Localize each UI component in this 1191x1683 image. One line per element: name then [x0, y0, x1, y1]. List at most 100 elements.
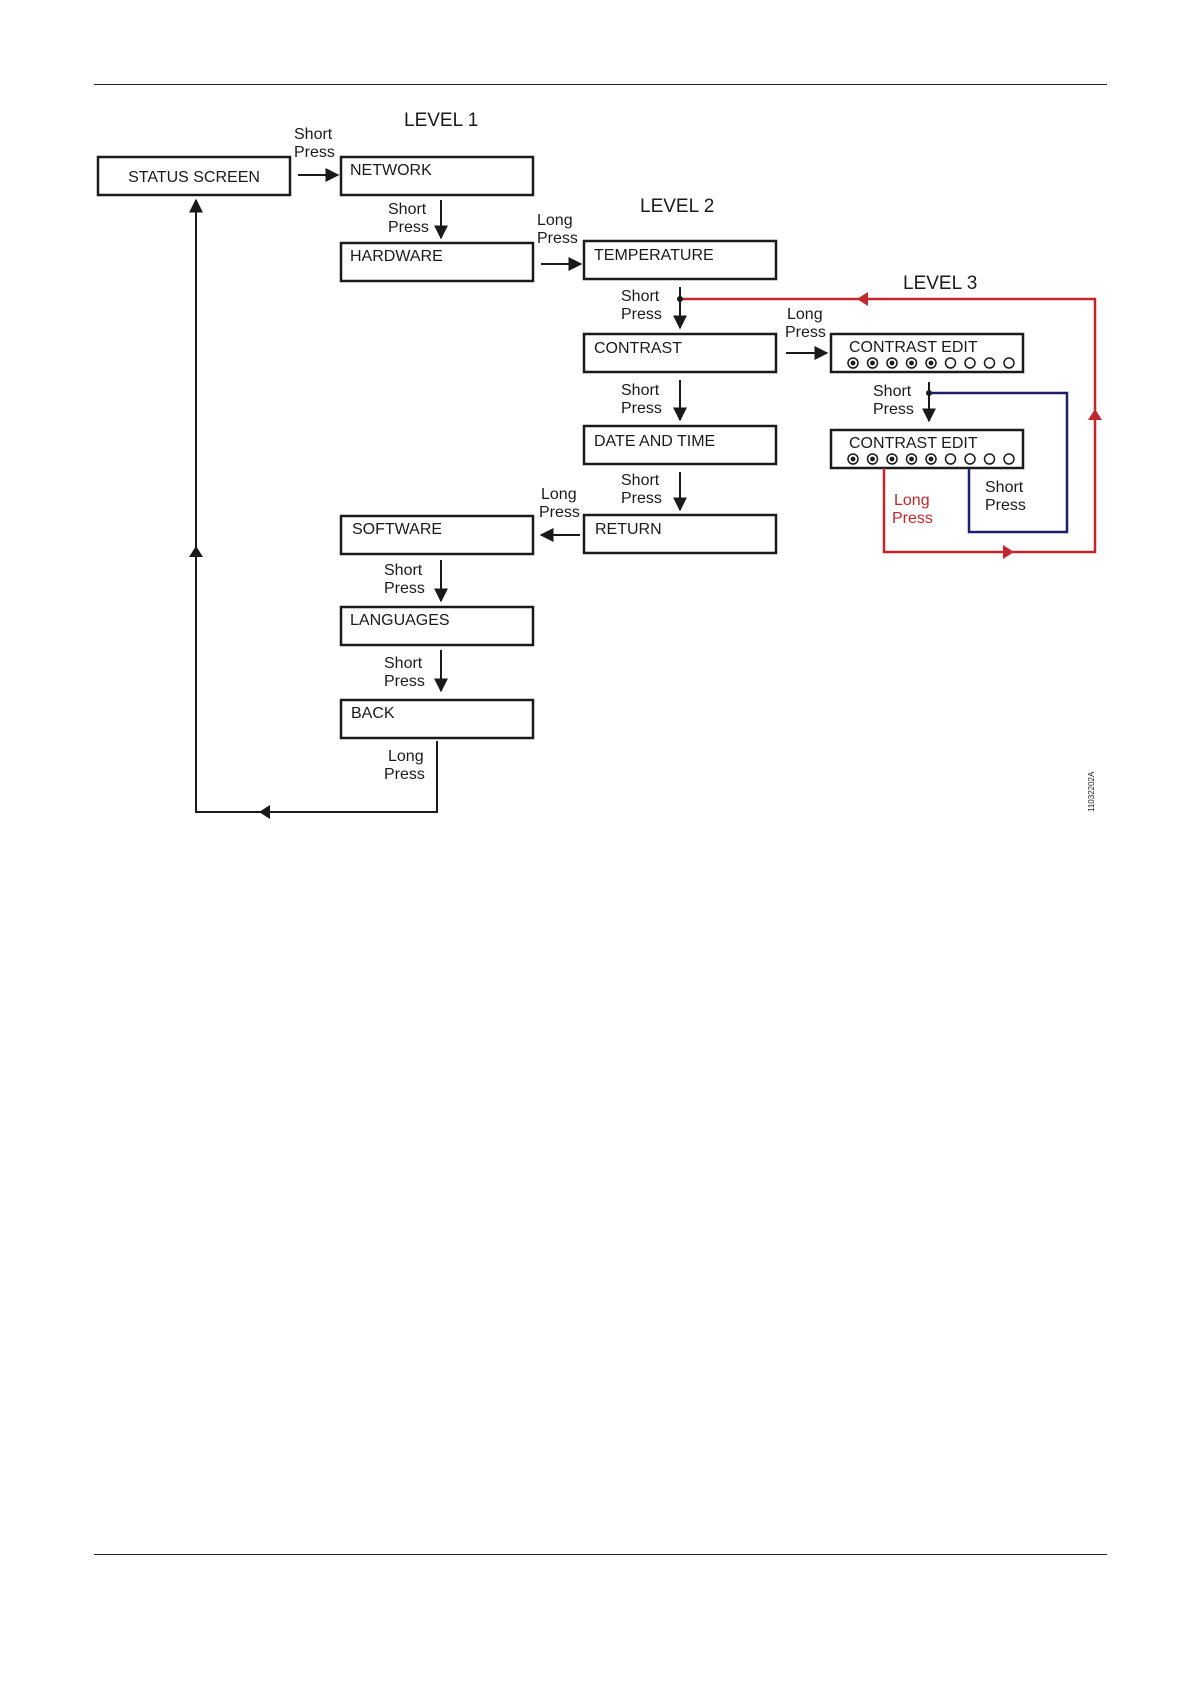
- svg-text:Press: Press: [384, 766, 425, 783]
- label-edit2-red-path: Long Press: [892, 492, 933, 527]
- return-box: RETURN: [582, 513, 778, 555]
- label-return-software: Long Press: [539, 486, 580, 521]
- svg-text:Long: Long: [894, 492, 930, 509]
- return-to-status-path: [189, 198, 438, 813]
- red-arrow-right: [1003, 545, 1014, 559]
- contrast-dot-filled: [886, 357, 898, 369]
- contrast-dot-center: [850, 456, 856, 462]
- contrast-label: CONTRAST: [594, 340, 682, 357]
- svg-text:Press: Press: [384, 673, 425, 690]
- contrast-edit-1-indicator: [847, 357, 1015, 369]
- svg-text:Press: Press: [985, 497, 1026, 514]
- contrast-dot-empty: [964, 453, 976, 465]
- contrast-dot-empty: [983, 357, 996, 369]
- svg-text:Short: Short: [985, 479, 1024, 496]
- svg-text:Press: Press: [873, 401, 914, 418]
- back-label: BACK: [351, 705, 395, 722]
- svg-text:Long: Long: [541, 486, 577, 503]
- return-label: RETURN: [595, 521, 662, 538]
- svg-text:Short: Short: [388, 201, 427, 218]
- contrast-dot-filled: [847, 453, 859, 465]
- status-screen-label: STATUS SCREEN: [128, 169, 260, 186]
- svg-text:Short: Short: [621, 472, 660, 489]
- label-status-network: Short Press: [294, 126, 335, 161]
- contrast-dot-center: [870, 456, 875, 462]
- contrast-dot-filled: [866, 453, 879, 465]
- contrast-edit-1-label: CONTRAST EDIT: [849, 339, 978, 356]
- contrast-dot-empty: [964, 357, 976, 369]
- red-arrow-left: [857, 292, 868, 306]
- level-1-heading: LEVEL 1: [404, 110, 478, 131]
- hardware-label: HARDWARE: [350, 248, 443, 265]
- contrast-dot-center: [889, 456, 895, 462]
- status-screen-box: STATUS SCREEN: [96, 155, 292, 197]
- svg-text:Short: Short: [621, 382, 660, 399]
- software-box: SOFTWARE: [339, 514, 535, 556]
- svg-text:Press: Press: [388, 219, 429, 236]
- contrast-dot-filled: [886, 453, 898, 465]
- software-label: SOFTWARE: [352, 521, 442, 538]
- label-hardware-temperature: Long Press: [537, 212, 578, 247]
- label-edit1-edit2: Short Press: [873, 383, 914, 418]
- svg-text:Short: Short: [621, 288, 660, 305]
- contrast-dot-filled: [905, 453, 918, 465]
- label-languages-back: Short Press: [384, 655, 425, 690]
- contrast-edit-2-label: CONTRAST EDIT: [849, 435, 978, 452]
- network-label: NETWORK: [350, 162, 432, 179]
- svg-text:Short: Short: [384, 655, 423, 672]
- date-and-time-label: DATE AND TIME: [594, 433, 715, 450]
- svg-text:Press: Press: [537, 230, 578, 247]
- red-arrow-up: [1088, 409, 1102, 420]
- svg-text:Press: Press: [294, 144, 335, 161]
- label-contrast-date: Short Press: [621, 382, 662, 417]
- label-edit2-blue-loop: Short Press: [985, 479, 1026, 514]
- contrast-dot-empty: [944, 357, 957, 369]
- return-path-up-arrowhead: [189, 546, 203, 557]
- contrast-edit-box-1: CONTRAST EDIT: [829, 332, 1025, 374]
- footer-rule: [94, 1554, 1107, 1555]
- languages-label: LANGUAGES: [350, 612, 450, 629]
- svg-text:Long: Long: [787, 306, 823, 323]
- contrast-dot-center: [928, 456, 934, 462]
- contrast-dot-filled: [925, 453, 937, 465]
- date-and-time-box: DATE AND TIME: [582, 424, 778, 466]
- header-rule: [94, 84, 1107, 85]
- return-path-left-arrowhead: [259, 805, 270, 819]
- temperature-label: TEMPERATURE: [594, 247, 714, 264]
- contrast-dot-empty: [983, 453, 996, 465]
- svg-text:Press: Press: [621, 490, 662, 507]
- connector-lines: [189, 168, 936, 813]
- contrast-dot-center: [889, 360, 895, 366]
- contrast-edit-box-2: CONTRAST EDIT: [829, 428, 1025, 470]
- contrast-dot-empty: [1003, 357, 1015, 369]
- red-long-press-path: [680, 297, 1097, 554]
- contrast-dot-filled: [866, 357, 879, 369]
- temperature-box: TEMPERATURE: [582, 239, 778, 281]
- contrast-dot-empty: [944, 453, 957, 465]
- level-3-heading: LEVEL 3: [903, 273, 977, 294]
- svg-text:Long: Long: [388, 748, 424, 765]
- label-temperature-contrast: Short Press: [621, 288, 662, 323]
- svg-text:Press: Press: [621, 400, 662, 417]
- svg-text:Long: Long: [537, 212, 573, 229]
- svg-text:Short: Short: [384, 562, 423, 579]
- network-box: NETWORK: [339, 155, 535, 197]
- svg-text:Short: Short: [294, 126, 333, 143]
- contrast-edit-2-indicator: [847, 453, 1015, 465]
- contrast-dot-empty: [1003, 453, 1015, 465]
- contrast-dot-filled: [905, 357, 918, 369]
- contrast-dot-center: [909, 360, 914, 366]
- back-box: BACK: [339, 698, 535, 740]
- contrast-dot-center: [870, 360, 875, 366]
- label-software-languages: Short Press: [384, 562, 425, 597]
- languages-box: LANGUAGES: [339, 605, 535, 647]
- svg-text:Press: Press: [539, 504, 580, 521]
- figure-code: 11032202A: [1087, 771, 1096, 812]
- blue-short-press-loop: [929, 391, 1069, 534]
- label-date-return: Short Press: [621, 472, 662, 507]
- contrast-box: CONTRAST: [582, 332, 778, 374]
- contrast-dot-filled: [847, 357, 859, 369]
- contrast-dot-filled: [925, 357, 937, 369]
- label-contrast-edit: Long Press: [785, 306, 826, 341]
